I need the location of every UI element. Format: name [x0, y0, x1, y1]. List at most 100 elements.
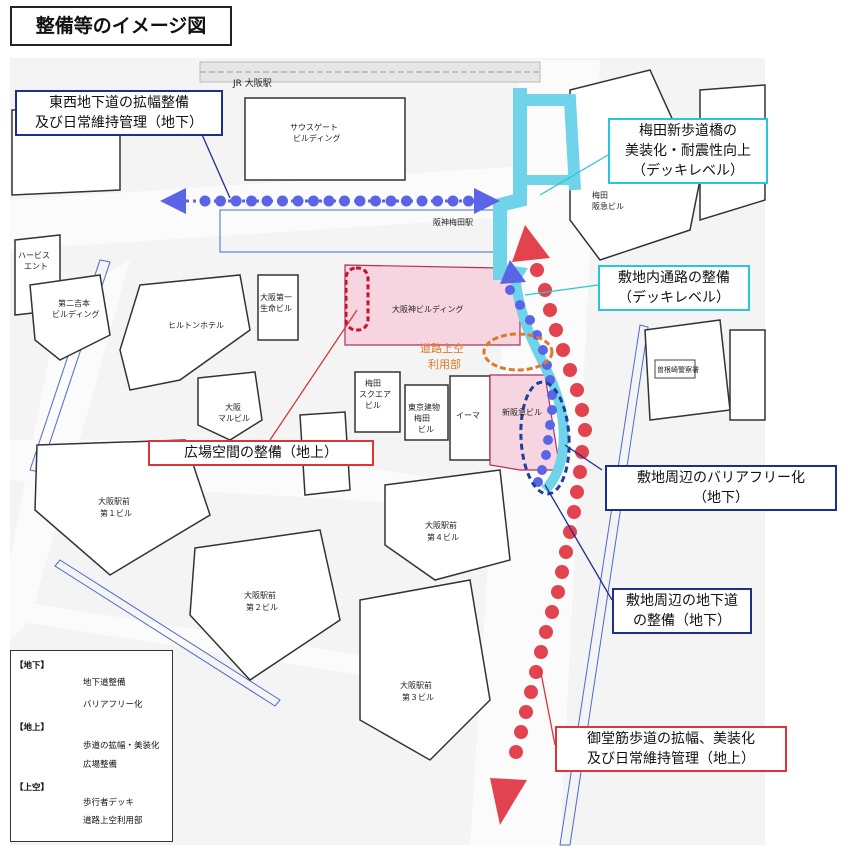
sidewalk-dot	[543, 303, 557, 317]
underground-dot	[370, 195, 381, 207]
callout-barrier-free-line2: （地下）	[693, 490, 749, 506]
legend-header-underground: 【地下】	[15, 661, 50, 671]
underground-dot	[261, 195, 273, 207]
label-yoshimoto-2: ビルディング	[52, 309, 99, 319]
label-hanshin-umeda: 阪神梅田駅	[433, 217, 473, 227]
callout-underground-road-line1: 敷地周辺の地下道	[626, 593, 738, 609]
legend-header-ground: 【地上】	[15, 723, 50, 733]
sidewalk-dot	[524, 685, 538, 699]
label-ekimae2-2: 第２ビル	[246, 602, 278, 612]
underground-dot	[533, 477, 543, 487]
underground-dot	[199, 195, 211, 207]
callout-east-west-line1: 東西地下道の拡幅整備	[49, 95, 189, 111]
east-west-dots	[199, 195, 474, 207]
label-umeda-hankyu-1: 梅田	[592, 190, 608, 200]
sidewalk-dot	[563, 525, 577, 539]
label-south-gate-1: サウスゲート	[290, 122, 338, 132]
underground-dot	[354, 195, 366, 207]
underground-dot	[230, 195, 242, 207]
underground-dot	[308, 195, 319, 207]
sidewalk-dot	[567, 505, 581, 519]
underground-dot	[432, 195, 443, 207]
callout-lines	[199, 129, 613, 746]
label-square-2: スクエア	[359, 390, 391, 399]
underground-dot	[545, 420, 555, 430]
sidewalk-dot	[514, 725, 528, 739]
callout-umeda-bridge-line2: 美装化・耐震性向上	[625, 143, 751, 159]
label-eema: イーマ	[456, 411, 480, 420]
label-tokyo-2: 梅田	[414, 413, 430, 423]
label-jr-osaka: JR 大阪駅	[232, 77, 272, 89]
underground-dot	[447, 195, 459, 207]
label-ekimae2-1: 大阪駅前	[244, 590, 276, 600]
sidewalk-dot	[534, 645, 548, 659]
sidewalk-dot	[570, 485, 584, 499]
sidewalk-dot	[578, 423, 592, 437]
underground-dot	[401, 195, 412, 207]
sidewalk-dot	[530, 263, 544, 277]
label-south-gate-2: ビルディング	[293, 133, 340, 143]
label-square-1: 梅田	[365, 378, 381, 388]
sidewalk-dot	[519, 705, 533, 719]
sidewalk-dot	[539, 625, 553, 639]
underground-dot	[547, 405, 557, 415]
label-road-air-1: 道路上空	[420, 341, 464, 355]
east-west-underground-route	[160, 188, 500, 214]
callout-barrier-free-line1: 敷地周辺のバリアフリー化	[637, 470, 805, 486]
underground-dot	[537, 465, 547, 475]
underground-dot	[215, 195, 226, 207]
label-ekimae3-2: 第３ビル	[402, 692, 434, 702]
label-daiichi-2: 生命ビル	[260, 303, 292, 313]
label-road-air-2: 利用部	[428, 357, 461, 371]
road-air-use-area	[482, 332, 554, 372]
callout-umeda-bridge-line1: 梅田新歩道橋の	[639, 123, 737, 139]
callout-midosuji-line2: 及び日常維持管理（地上）	[587, 751, 755, 767]
legend: 【地下】 地下道整備 バリアフリー化 【地上】 歩道の拡幅・美装化 広場整備 【…	[10, 650, 173, 842]
callout-site-passage-line2: （デッキレベル）	[618, 290, 730, 306]
underground-dot	[463, 195, 474, 207]
label-sonezaki: 曽根崎警察署	[657, 365, 699, 374]
callout-underground-road: 敷地周辺の地下道 の整備（地下）	[612, 588, 752, 634]
label-ekimae1-2: 第１ビル	[100, 508, 132, 518]
legend-sidewalk: 歩道の拡幅・美装化	[83, 741, 160, 751]
underground-dot	[277, 195, 288, 207]
label-ekimae4-2: 第４ビル	[427, 532, 459, 542]
callout-underground-road-line2: の整備（地下）	[633, 613, 731, 629]
label-ekimae1-1: 大阪駅前	[98, 496, 130, 506]
label-hilton: ヒルトンホテル	[168, 321, 224, 330]
barrier-free-area	[519, 380, 571, 496]
sidewalk-dot	[573, 465, 587, 479]
legend-barrier-free: バリアフリー化	[83, 700, 143, 710]
label-herbis-1: ハービス	[18, 251, 50, 260]
label-maru-2: マルビル	[218, 414, 250, 423]
legend-header-air: 【上空】	[15, 783, 50, 793]
callout-midosuji-line1: 御堂筋歩道の拡幅、美装化	[587, 731, 755, 747]
label-maru-1: 大阪	[225, 402, 241, 412]
legend-road-air-use: 道路上空利用部	[83, 816, 143, 826]
sidewalk-dot	[538, 283, 552, 297]
map-labels: JR 大阪駅 サウスゲート ビルディング 阪神梅田駅 梅田 阪急ビル ハービス …	[18, 77, 699, 702]
sidewalk-arrow-north	[512, 225, 550, 262]
callout-barrier-free: 敷地周辺のバリアフリー化 （地下）	[605, 465, 837, 511]
label-shin-hankyu: 新阪急ビル	[502, 407, 542, 417]
building-sonezaki	[654, 359, 696, 379]
sidewalk-dot	[559, 545, 573, 559]
label-herbis-2: エント	[24, 262, 48, 271]
underground-dot	[385, 195, 397, 207]
callout-site-passage: 敷地内通路の整備 （デッキレベル）	[598, 265, 750, 311]
sidewalk-dot	[555, 565, 569, 579]
callout-site-passage-line1: 敷地内通路の整備	[618, 270, 730, 286]
label-umeda-hankyu-2: 阪急ビル	[592, 201, 624, 211]
label-ekimae4-1: 大阪駅前	[425, 520, 457, 530]
label-yoshimoto-1: 第二吉本	[58, 298, 90, 308]
callout-midosuji: 御堂筋歩道の拡幅、美装化 及び日常維持管理（地上）	[555, 726, 787, 772]
sidewalk-dot	[551, 585, 565, 599]
sidewalk-dot	[563, 363, 577, 377]
legend-plaza: 広場整備	[83, 760, 118, 770]
legend-deck: 歩行者デッキ	[83, 798, 135, 808]
underground-dot	[538, 345, 548, 355]
label-tokyo-1: 東京建物	[408, 402, 440, 412]
underground-dot	[541, 450, 551, 460]
label-daiichi-1: 大阪第一	[260, 292, 292, 302]
midosuji-sidewalk-dots	[509, 263, 592, 759]
